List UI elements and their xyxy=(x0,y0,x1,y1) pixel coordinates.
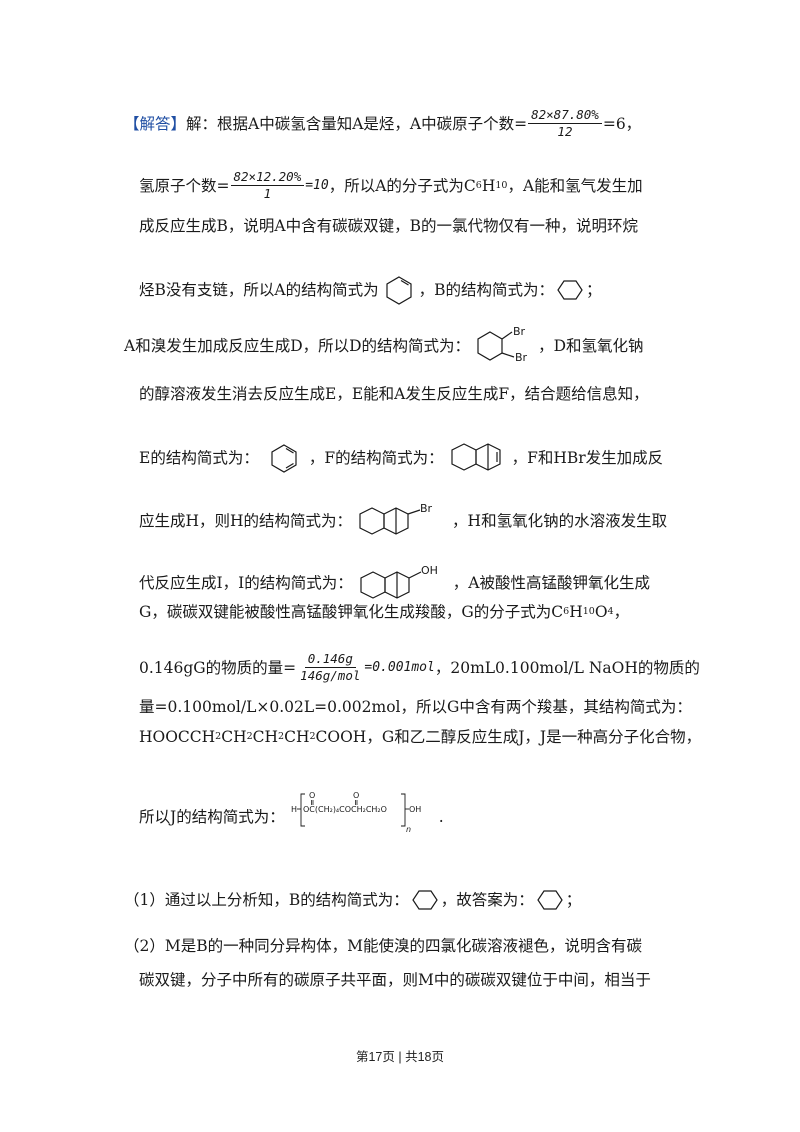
fraction-hydrogen-count: 82×12.20% 1 xyxy=(230,170,305,201)
answer-line-11: 0.146gG的物质的量= 0.146g 146g/mol =0.001mol … xyxy=(139,651,700,683)
answer-line-4: 烃B没有支链，所以A的结构简式为 ，B的结构简式为： ； xyxy=(139,274,602,306)
compound-f-structure-icon xyxy=(446,438,510,478)
fraction-moles-g: 0.146g 146g/mol xyxy=(300,651,361,683)
answer-line-5: A和溴发生加成反应生成D，所以D的结构简式为： Br Br ，D和氢氧化钠 xyxy=(124,325,644,364)
cyclohexane-structure-icon xyxy=(536,889,564,911)
question-2-line-1: （2）M是B的一种同分异构体，M能使溴的四氯化碳溶液褪色，说明含有碳 xyxy=(124,937,642,955)
answer-tag: 【解答】 xyxy=(124,114,187,133)
cyclohexene-structure-icon xyxy=(381,274,417,306)
svg-text:Br: Br xyxy=(515,351,528,364)
answer-line-14: 所以J的结构简式为： H O O OC(CH₂)₄COCH₂CH₂O OH n … xyxy=(139,786,444,834)
dibromocyclohexane-structure-icon: Br Br xyxy=(472,324,536,368)
answer-line-9: 代反应生成I，I的结构简式为： OH ，A被酸性高锰酸钾氧化生成 xyxy=(139,562,650,604)
svg-text:OH: OH xyxy=(421,564,438,577)
answer-line-7: E的结构简式为： ，F的结构简式为： ，F和HBr发生加成反 xyxy=(139,440,663,476)
page-footer: 第17页 | 共18页 xyxy=(355,1050,444,1064)
answer-line-1: 【解答】 解：根据A中碳氢含量知A是烃，A中碳原子个数= 82×87.80% 1… xyxy=(124,107,642,139)
svg-text:n: n xyxy=(406,825,411,834)
answer-line-3: 成反应生成B，说明A中含有碳碳双键，B的一氯代物仅有一种，说明环烷 xyxy=(139,217,638,235)
svg-text:Br: Br xyxy=(513,325,526,338)
fraction-carbon-count: 82×87.80% 12 xyxy=(528,108,602,139)
svg-text:H: H xyxy=(291,805,297,814)
question-1-line: （1）通过以上分析知，B的结构简式为： ，故答案为： ； xyxy=(124,889,582,911)
svg-text:OH: OH xyxy=(409,805,421,814)
cyclohexane-structure-icon xyxy=(556,279,584,301)
answer-line-6: 的醇溶液发生消去反应生成E，E能和A发生反应生成F，结合题给信息知， xyxy=(139,385,649,403)
svg-text:O: O xyxy=(309,791,315,800)
compound-h-structure-icon: Br xyxy=(354,500,450,542)
question-2-line-2: 碳双键，分子中所有的碳原子共平面，则M中的碳碳双键位于中间，相当于 xyxy=(139,971,651,989)
answer-line-12: 量=0.100mol/L×0.02L=0.002mol，所以G中含有两个羧基，其… xyxy=(139,698,692,716)
svg-text:OC(CH₂)₄COCH₂CH₂O: OC(CH₂)₄COCH₂CH₂O xyxy=(303,805,387,814)
cyclohexadiene-structure-icon xyxy=(267,442,301,474)
answer-line-8: 应生成H，则H的结构简式为： Br ，H和氢氧化钠的水溶液发生取 xyxy=(139,500,667,542)
polymer-j-structure-icon: H O O OC(CH₂)₄COCH₂CH₂O OH n xyxy=(287,786,437,834)
svg-text:O: O xyxy=(353,791,359,800)
compound-i-structure-icon: OH xyxy=(355,562,451,604)
cyclohexane-structure-icon xyxy=(411,889,439,911)
svg-text:Br: Br xyxy=(420,502,433,515)
